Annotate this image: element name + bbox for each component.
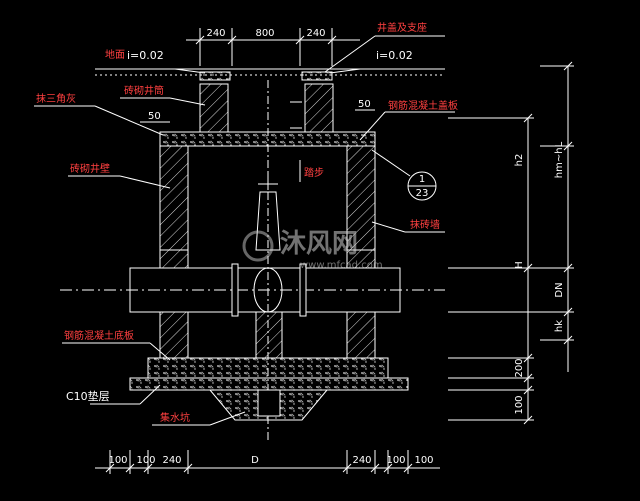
bottom-dimension-chain <box>95 450 440 474</box>
right-dim-100: 100 <box>514 395 525 414</box>
watermark-logo-icon <box>242 230 274 262</box>
cover-leader <box>324 35 445 73</box>
slope-left: i=0.02 <box>127 49 164 62</box>
cover-label: 井盖及支座 <box>377 21 427 34</box>
watermark: 沐风网 www.mfcad.com <box>242 229 383 271</box>
bottom-dim-6: 100 <box>386 455 405 466</box>
right-dim-200: 200 <box>514 358 525 377</box>
detail-ref-bottom: 23 <box>416 188 429 199</box>
pipe <box>60 263 445 317</box>
slope-right: i=0.02 <box>376 49 413 62</box>
top-dim-1: 240 <box>206 28 225 39</box>
top-dim-2: 800 <box>255 28 274 39</box>
top-dimension-line <box>186 28 360 66</box>
top-dim-3: 240 <box>306 28 325 39</box>
manhole-cover <box>199 71 333 81</box>
right-dim-hk: hk <box>554 320 565 332</box>
ground-label: 地面 <box>105 48 125 61</box>
bottom-dim-2: 100 <box>136 455 155 466</box>
bottom-slab <box>147 357 389 379</box>
chamber-walls <box>159 145 376 359</box>
bottom-slab-label: 钢筋混凝土底板 <box>64 329 134 342</box>
brick-cone-label: 砖砌井筒 <box>124 84 164 97</box>
sump-label: 集水坑 <box>160 411 190 424</box>
brick-wall-label: 砖砌井壁 <box>70 162 110 175</box>
steps-label: 踏步 <box>304 166 324 179</box>
watermark-url: www.mfcad.com <box>300 260 383 271</box>
ground-line <box>95 68 445 76</box>
left-leaders <box>34 97 246 426</box>
right-dim-hm: hm~hL <box>554 141 565 178</box>
bottom-dim-D: D <box>251 455 259 466</box>
right-dim-h2: h2 <box>514 154 525 167</box>
watermark-brand: 沐风网 <box>280 229 358 259</box>
bottom-dim-5: 240 <box>352 455 371 466</box>
right-dim-H: H <box>514 261 525 269</box>
mortar-label: 抹三角灰 <box>36 92 76 105</box>
right-leaders <box>299 109 455 233</box>
cover-slab-label: 钢筋混凝土盖板 <box>388 99 458 112</box>
right-dim-DN: DN <box>554 282 565 297</box>
right-dimension-chain <box>448 61 574 425</box>
sump-pit <box>209 311 328 421</box>
bottom-dim-1: 100 <box>108 455 127 466</box>
base-label: C10垫层 <box>66 389 110 403</box>
bottom-dim-3: 240 <box>162 455 181 466</box>
shaft-neck-walls <box>199 83 334 133</box>
wall-dim-right: 50 <box>358 99 371 110</box>
wall-dim-left: 50 <box>148 111 161 122</box>
plaster-label: 抹砖墙 <box>410 218 440 231</box>
step-rungs <box>290 101 302 129</box>
bottom-dim-7: 100 <box>414 455 433 466</box>
detail-ref-top: 1 <box>419 174 425 185</box>
base-layer <box>129 377 409 391</box>
